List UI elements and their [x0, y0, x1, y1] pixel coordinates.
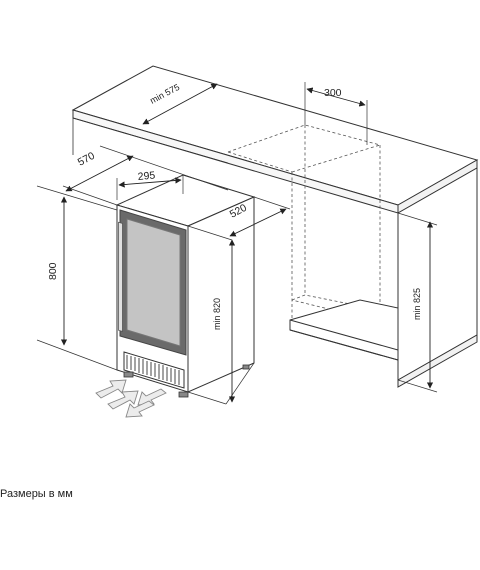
dim-line-300 — [306, 87, 366, 107]
dim-line-520 — [229, 208, 287, 237]
dim-line-570 — [65, 155, 134, 192]
cooler-feet — [123, 364, 250, 398]
label-min-820: min 820 — [212, 298, 222, 330]
counter-back-lines — [72, 117, 229, 164]
label-min-825: min 825 — [412, 288, 422, 320]
dim-line-min-575 — [142, 83, 218, 125]
label-800: 800 — [47, 262, 59, 280]
side-cabinet — [397, 167, 478, 388]
label-295: 295 — [137, 169, 156, 182]
dimension-lines — [60, 83, 434, 403]
label-300: 300 — [324, 87, 342, 99]
countertop — [71, 65, 479, 214]
vent-slots — [126, 355, 180, 385]
label-570: 570 — [76, 150, 97, 169]
units-caption: Размеры в мм — [0, 488, 73, 500]
airflow-arrows — [95, 379, 167, 418]
dim-line-295 — [118, 177, 182, 188]
plinth — [289, 299, 399, 361]
